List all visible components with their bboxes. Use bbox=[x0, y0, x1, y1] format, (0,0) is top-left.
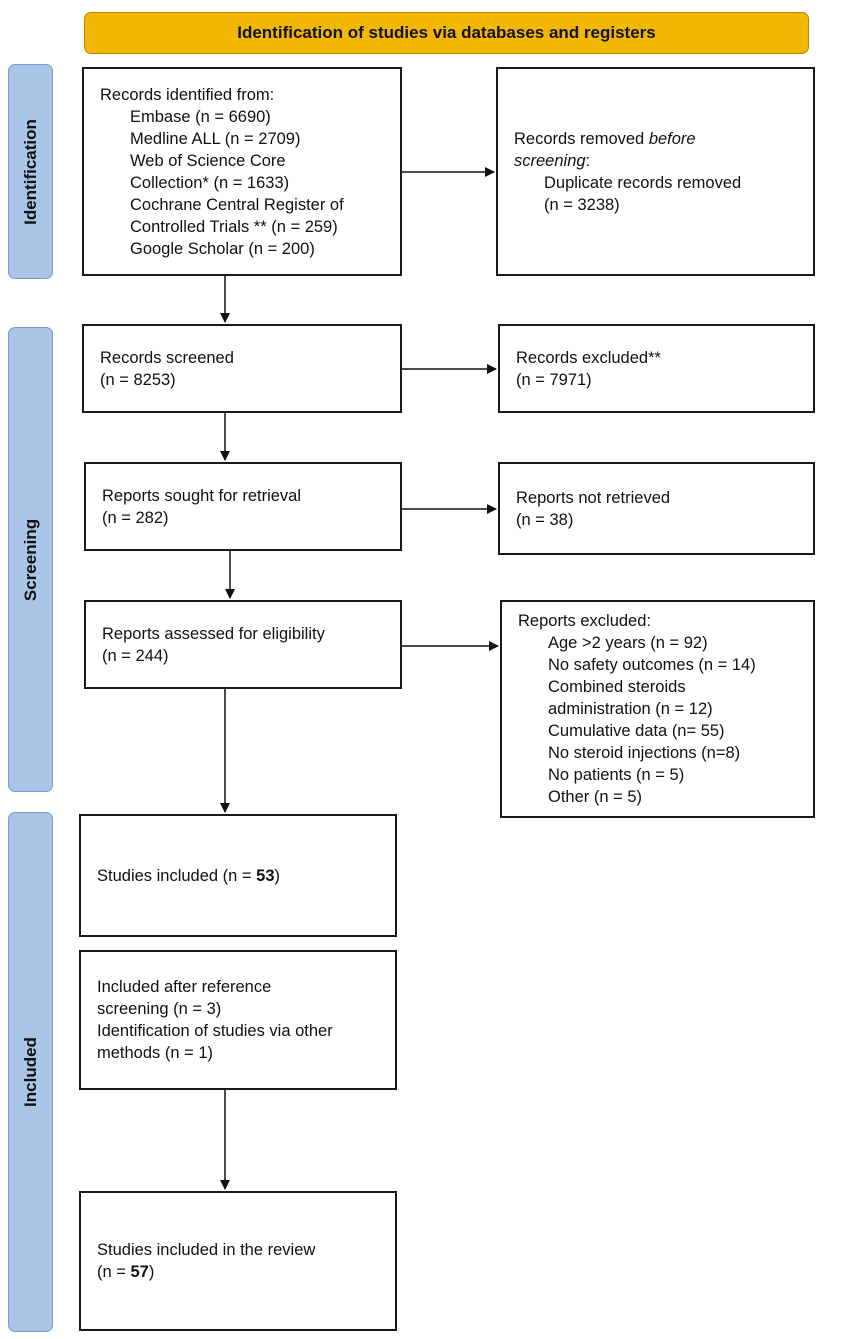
duplicates-count: (n = 3238) bbox=[544, 195, 620, 214]
reports-sought-count: (n = 282) bbox=[102, 508, 169, 527]
records-screened-label: Records screened bbox=[100, 348, 234, 367]
records-screened-count: (n = 8253) bbox=[100, 370, 176, 389]
records-excluded-label: Records excluded** bbox=[516, 348, 661, 367]
stage-included: Included bbox=[8, 812, 53, 1332]
reference-screening-box: Included after reference screening (n = … bbox=[79, 950, 397, 1090]
source-embase: Embase (n = 6690) bbox=[130, 107, 271, 126]
review-included-count: 57 bbox=[130, 1263, 149, 1281]
reports-not-retrieved-box: Reports not retrieved (n = 38) bbox=[498, 462, 815, 555]
duplicates-label: Duplicate records removed bbox=[544, 173, 742, 192]
reports-excluded-box: Reports excluded: Age >2 years (n = 92) … bbox=[500, 600, 815, 818]
studies-included-count: 53 bbox=[256, 866, 275, 885]
source-wos-line2: Collection* (n = 1633) bbox=[130, 173, 290, 192]
reports-assessed-count: (n = 244) bbox=[102, 646, 169, 665]
review-included-label: Studies included in the review bbox=[97, 1241, 316, 1259]
records-identified-box: Records identified from: Embase (n = 669… bbox=[82, 67, 402, 276]
ref-line-4: methods (n = 1) bbox=[97, 1044, 214, 1062]
excluded-no-patients: No patients (n = 5) bbox=[548, 766, 685, 784]
reports-assessed-label: Reports assessed for eligibility bbox=[102, 624, 325, 643]
reports-assessed-box: Reports assessed for eligibility (n = 24… bbox=[84, 600, 402, 689]
excluded-combined-line1: Combined steroids bbox=[548, 678, 686, 696]
excluded-age: Age >2 years (n = 92) bbox=[548, 634, 708, 652]
excluded-no-injections: No steroid injections (n=8) bbox=[548, 744, 741, 762]
header-title: Identification of studies via databases … bbox=[237, 23, 656, 42]
excluded-cumulative: Cumulative data (n= 55) bbox=[548, 722, 725, 740]
excluded-combined-line2: administration (n = 12) bbox=[548, 700, 713, 718]
ref-line-1: Included after reference bbox=[97, 978, 272, 996]
reports-not-retrieved-label: Reports not retrieved bbox=[516, 488, 671, 507]
review-included-box: Studies included in the review (n = 57) bbox=[79, 1191, 397, 1331]
excluded-other: Other (n = 5) bbox=[548, 788, 642, 806]
source-wos-line1: Web of Science Core bbox=[130, 151, 286, 170]
source-medline: Medline ALL (n = 2709) bbox=[130, 129, 301, 148]
excluded-no-safety: No safety outcomes (n = 14) bbox=[548, 656, 756, 674]
stage-screening: Screening bbox=[8, 327, 53, 792]
source-google-scholar: Google Scholar (n = 200) bbox=[130, 239, 315, 258]
reports-sought-label: Reports sought for retrieval bbox=[102, 486, 302, 505]
records-excluded-box: Records excluded** (n = 7971) bbox=[498, 324, 815, 413]
records-removed-title-screening: screening bbox=[514, 151, 586, 170]
reports-excluded-title: Reports excluded: bbox=[518, 612, 651, 630]
studies-included-box: Studies included (n = 53) bbox=[79, 814, 397, 937]
source-cochrane-line1: Cochrane Central Register of bbox=[130, 195, 344, 214]
records-screened-box: Records screened (n = 8253) bbox=[82, 324, 402, 413]
reports-not-retrieved-count: (n = 38) bbox=[516, 510, 574, 529]
records-removed-box: Records removed before screening: Duplic… bbox=[496, 67, 815, 276]
diagram-header: Identification of studies via databases … bbox=[84, 12, 809, 54]
ref-line-3: Identification of studies via other bbox=[97, 1022, 333, 1040]
studies-included-label: Studies included (n = 53) bbox=[97, 866, 281, 885]
review-included-count-line: (n = 57) bbox=[97, 1263, 155, 1281]
records-removed-title: Records removed before bbox=[514, 129, 696, 148]
stage-identification: Identification bbox=[8, 64, 53, 279]
reports-sought-box: Reports sought for retrieval (n = 282) bbox=[84, 462, 402, 551]
ref-line-2: screening (n = 3) bbox=[97, 1000, 222, 1018]
records-identified-title: Records identified from: bbox=[100, 85, 275, 104]
source-cochrane-line2: Controlled Trials ** (n = 259) bbox=[130, 217, 338, 236]
records-excluded-count: (n = 7971) bbox=[516, 370, 592, 389]
